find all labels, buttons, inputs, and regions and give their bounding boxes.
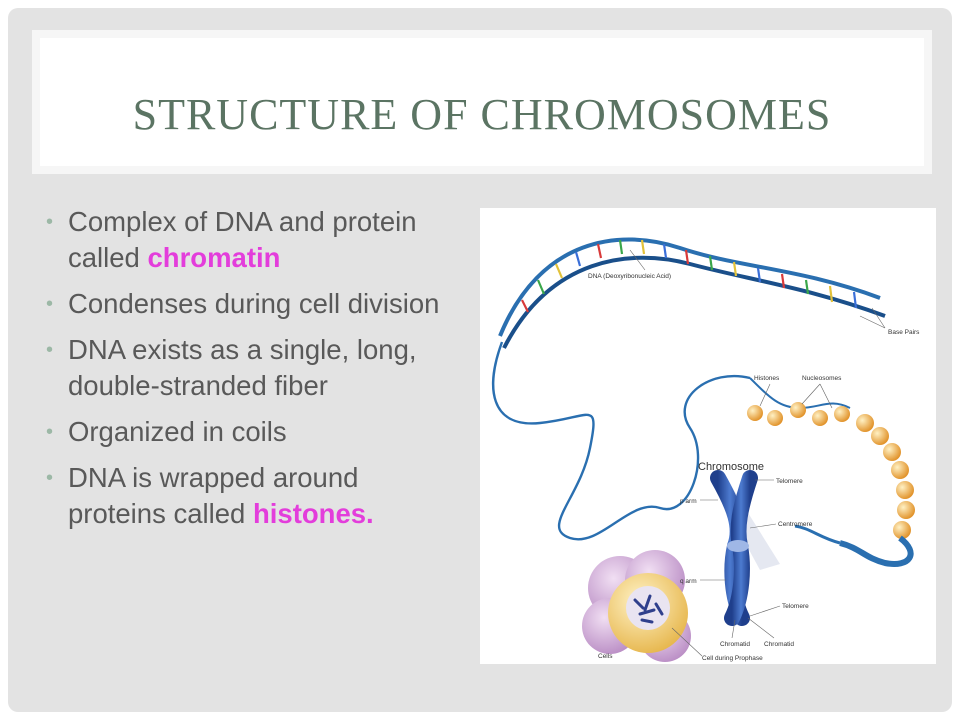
bullet-highlight: histones. (252, 498, 374, 529)
slide: Structure of Chromosomes • Complex of DNA… (8, 8, 952, 712)
bullet-dot-icon: • (46, 293, 54, 315)
label-histones: Histones (754, 375, 780, 382)
chromosome-figure: DNA (Deoxyribonucleic Acid) Base Pairs H… (480, 208, 936, 664)
label-chromosome: Chromosome (698, 461, 764, 473)
dna-fiber (491, 341, 751, 541)
label-nucleosomes: Nucleosomes (802, 375, 842, 382)
nucleosomes (747, 377, 851, 426)
label-base-pairs: Base Pairs (888, 329, 920, 336)
bullet-list: • Complex of DNA and protein called chrom… (42, 204, 462, 542)
title-box: Structure of Chromosomes (40, 38, 924, 166)
bullet-item: • Organized in coils (42, 414, 462, 450)
label-chromatid-left: Chromatid (720, 641, 750, 648)
figure-labels: DNA (Deoxyribonucleic Acid) Base Pairs H… (588, 249, 920, 662)
bullet-item: • DNA is wrapped around proteins called h… (42, 460, 462, 532)
bullet-highlight: chromatin (147, 242, 281, 273)
bullet-text: Organized in coils (68, 416, 287, 447)
bullet-item: • Complex of DNA and protein called chrom… (42, 204, 462, 276)
bullet-item: • Condenses during cell division (42, 286, 462, 322)
label-chromatid-right: Chromatid (764, 641, 794, 648)
label-p-arm: p arm (680, 498, 697, 505)
bullet-item: • DNA exists as a single, long, double-st… (42, 332, 462, 404)
slide-title: Structure of Chromosomes (132, 89, 832, 139)
bullet-dot-icon: • (46, 211, 54, 233)
label-cells: Cells (598, 653, 613, 660)
bullet-text: Condenses during cell division (68, 288, 440, 319)
label-telomere-top: Telomere (776, 478, 803, 485)
title-band: Structure of Chromosomes (32, 30, 932, 174)
chromosome-diagram: DNA (Deoxyribonucleic Acid) Base Pairs H… (491, 237, 920, 662)
bullet-text: DNA exists as a single, long, double-str… (68, 334, 417, 401)
chromosome-x (710, 470, 780, 626)
bullet-text: Complex of DNA and protein called (68, 206, 417, 273)
dna-helix (498, 237, 886, 349)
label-q-arm: q arm (680, 578, 697, 585)
chromatin-coil (794, 414, 915, 567)
bullet-dot-icon: • (46, 421, 54, 443)
label-dna: DNA (Deoxyribonucleic Acid) (588, 273, 671, 280)
bullet-dot-icon: • (46, 467, 54, 489)
bullet-text: DNA is wrapped around proteins called (68, 462, 359, 529)
label-cell-prophase: Cell during Prophase (702, 655, 763, 662)
label-telomere-bottom: Telomere (782, 603, 809, 610)
bullet-dot-icon: • (46, 339, 54, 361)
label-centromere: Centromere (778, 521, 813, 528)
cells (582, 550, 691, 662)
